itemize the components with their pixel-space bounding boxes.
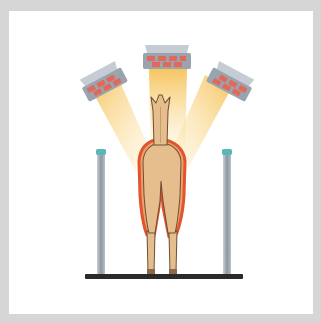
post-cap-left [96,149,106,155]
horse-hoof-left [147,269,155,274]
post-cap-right [222,149,232,155]
heat-lamp-horse-illustration [9,11,313,314]
post-left [96,149,106,277]
horse-leg-left [147,231,155,273]
ground-bar [85,274,243,279]
heat-lamp-center [143,45,191,69]
illustration-panel [9,11,313,314]
horse-body [143,143,181,233]
horse-leg-right [169,231,177,273]
horse-hoof-right [169,269,177,274]
post-right [222,149,232,277]
